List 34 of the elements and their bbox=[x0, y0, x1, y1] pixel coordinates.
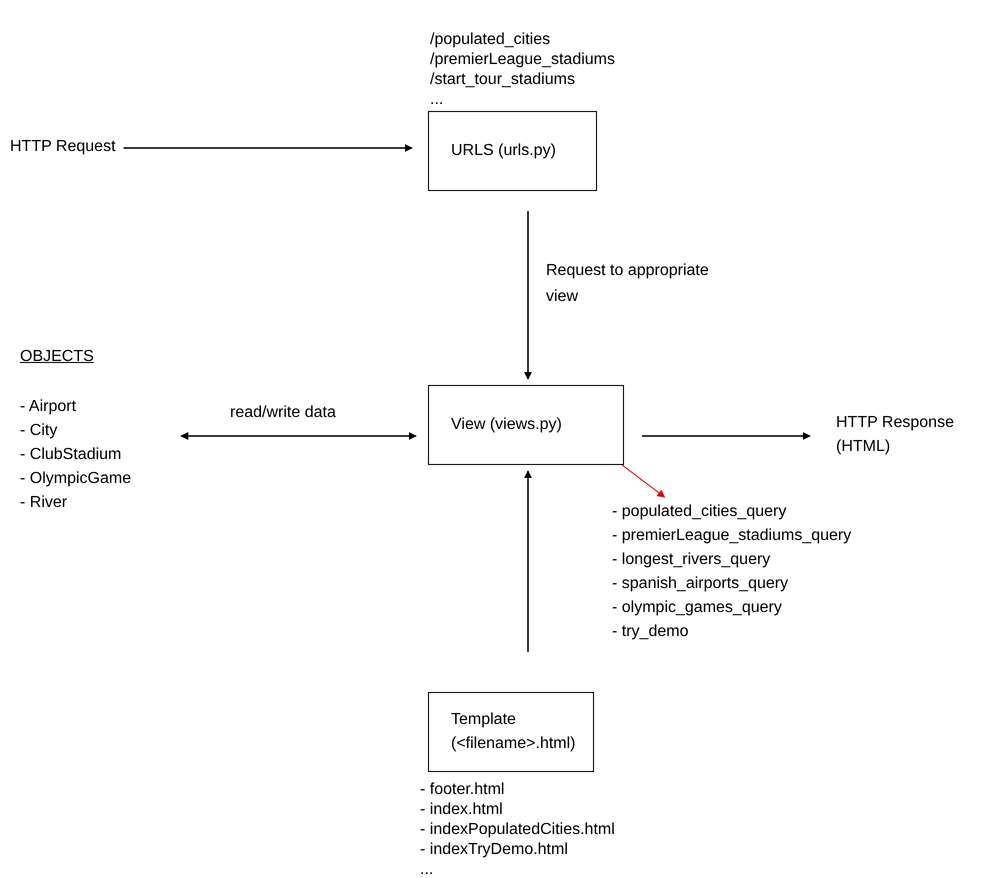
list-heading: OBJECTS bbox=[20, 347, 95, 367]
list-item: - populated_cities_query bbox=[612, 502, 788, 522]
arrow bbox=[622, 464, 666, 498]
list-item: - indexTryDemo.html bbox=[420, 840, 569, 860]
list-item: ... bbox=[420, 860, 434, 878]
list-item: - longest_rivers_query bbox=[612, 550, 772, 570]
box-label: URLS (urls.py) bbox=[451, 141, 557, 161]
list-item: - City bbox=[20, 421, 58, 441]
list-item: - Airport bbox=[20, 397, 78, 417]
list-item: /start_tour_stadiums bbox=[430, 70, 576, 90]
list-item: - ClubStadium bbox=[20, 445, 122, 465]
process-box bbox=[428, 111, 597, 191]
list-item: - premierLeague_stadiums_query bbox=[612, 526, 852, 546]
arrow bbox=[524, 470, 532, 652]
list-item: /populated_cities bbox=[430, 30, 552, 50]
list-item: - indexPopulatedCities.html bbox=[420, 820, 616, 840]
process-box bbox=[428, 692, 594, 772]
arrow bbox=[180, 432, 417, 440]
box-label: View (views.py) bbox=[451, 415, 563, 435]
list-item: ... bbox=[430, 90, 444, 110]
process-box bbox=[428, 385, 624, 465]
text-label: HTTP Request bbox=[10, 135, 116, 159]
list-item: - olympic_games_query bbox=[612, 598, 783, 618]
list-item: - index.html bbox=[420, 800, 504, 820]
arrow bbox=[124, 144, 413, 152]
list-item: - OlympicGame bbox=[20, 469, 132, 489]
arrow bbox=[642, 432, 811, 440]
list-item: - footer.html bbox=[420, 780, 506, 800]
list-item: - try_demo bbox=[612, 622, 690, 642]
arrow bbox=[524, 211, 532, 380]
list-item: - River bbox=[20, 493, 68, 513]
text-label: HTTP Response (HTML) bbox=[836, 411, 986, 459]
list-item: - spanish_airports_query bbox=[612, 574, 790, 594]
list-item: /premierLeague_stadiums bbox=[430, 50, 616, 70]
